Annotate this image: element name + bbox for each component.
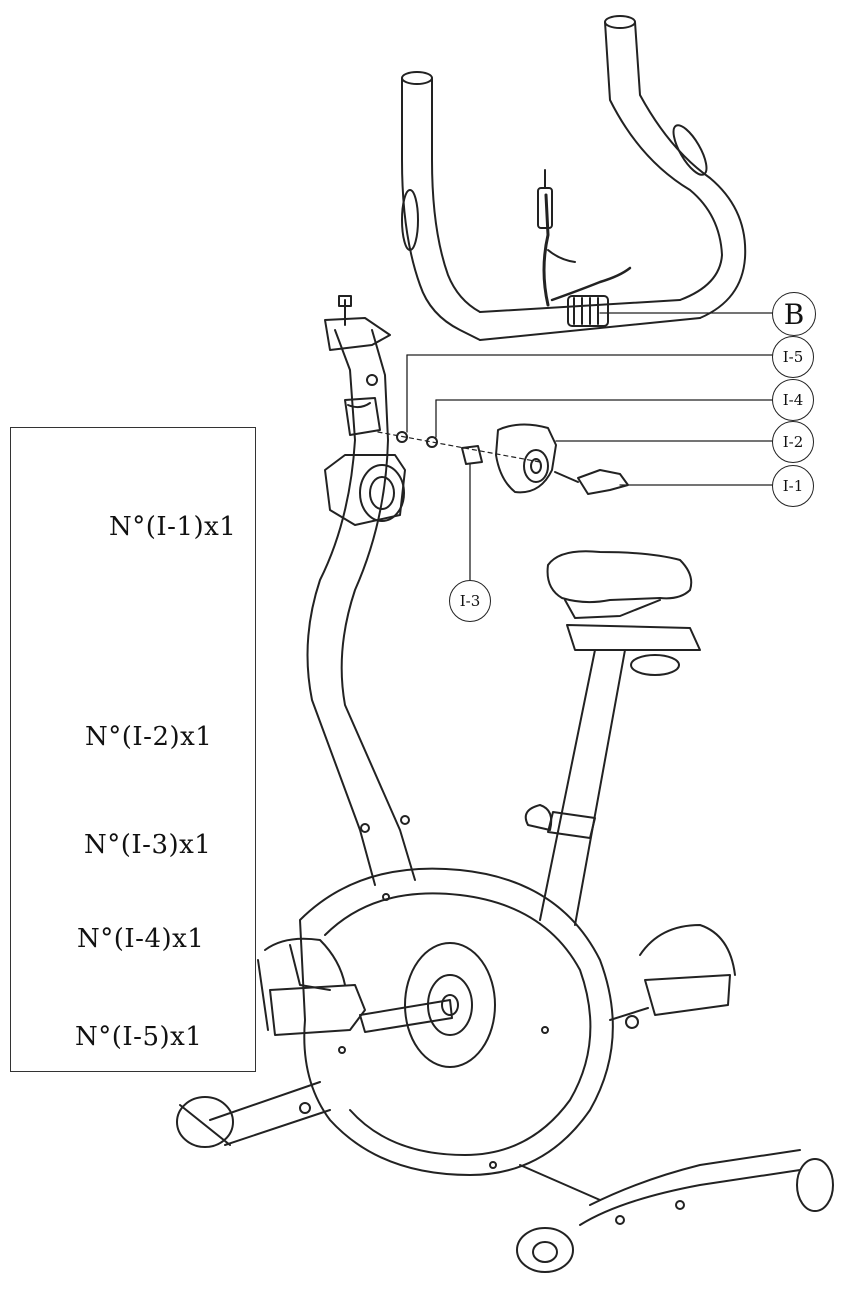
part-i5-label: N°(I-5)x1 bbox=[75, 1022, 203, 1052]
callout-i3: I-3 bbox=[449, 580, 491, 622]
callout-i5: I-5 bbox=[772, 336, 814, 378]
part-i1-label: N°(I-1)x1 bbox=[109, 512, 237, 542]
flywheel-housing-drawing bbox=[299, 867, 614, 1176]
handlebar-drawing bbox=[401, 15, 747, 341]
part-i3-label: N°(I-3)x1 bbox=[84, 830, 212, 860]
pedals-drawing bbox=[257, 924, 736, 1036]
callout-i1: I-1 bbox=[772, 465, 814, 507]
parts-list-box bbox=[10, 427, 256, 1072]
part-i4-label: N°(I-4)x1 bbox=[77, 924, 205, 954]
base-drawing bbox=[176, 1081, 834, 1273]
seat-drawing bbox=[524, 550, 701, 926]
callout-leaders bbox=[406, 312, 774, 581]
callout-i4: I-4 bbox=[772, 379, 814, 421]
callout-i2: I-2 bbox=[772, 421, 814, 463]
callout-b: B bbox=[772, 292, 816, 336]
frame-drawing bbox=[306, 295, 416, 886]
hardware-drawing bbox=[377, 423, 629, 495]
part-i2-label: N°(I-2)x1 bbox=[85, 722, 213, 752]
